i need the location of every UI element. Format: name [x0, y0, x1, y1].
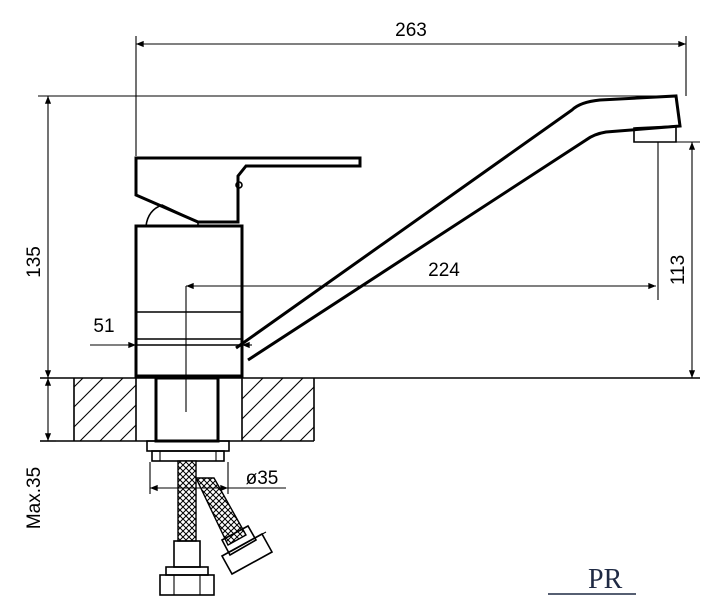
dim-spout-height: 113: [656, 141, 700, 378]
dim-total-height: 135: [24, 95, 676, 378]
countertop-hatching-right: [242, 378, 314, 441]
dim-label-35: ø35: [246, 468, 279, 489]
dim-label-max35: Max.35: [24, 467, 45, 529]
dim-base-diameter: 51: [90, 316, 252, 349]
dim-overall-reach: 263: [135, 20, 687, 156]
dim-label-263: 263: [395, 20, 427, 41]
dim-label-224: 224: [428, 260, 460, 281]
dim-label-135: 135: [24, 246, 45, 278]
spout: [235, 94, 682, 362]
lever-handle: [134, 156, 362, 224]
dim-spout-reach: 224: [186, 260, 657, 290]
dim-label-51: 51: [93, 316, 114, 337]
dim-max-thickness: Max.35: [24, 378, 56, 529]
brand-logo: PR: [548, 564, 636, 595]
supply-hoses: [159, 460, 274, 596]
dim-label-113: 113: [668, 255, 689, 285]
logo-text: PR: [588, 564, 623, 595]
dim-thread-diameter: ø35: [149, 462, 286, 494]
faucet-body: [134, 204, 244, 378]
countertop: [40, 377, 700, 442]
countertop-hatching-left: [74, 378, 136, 441]
